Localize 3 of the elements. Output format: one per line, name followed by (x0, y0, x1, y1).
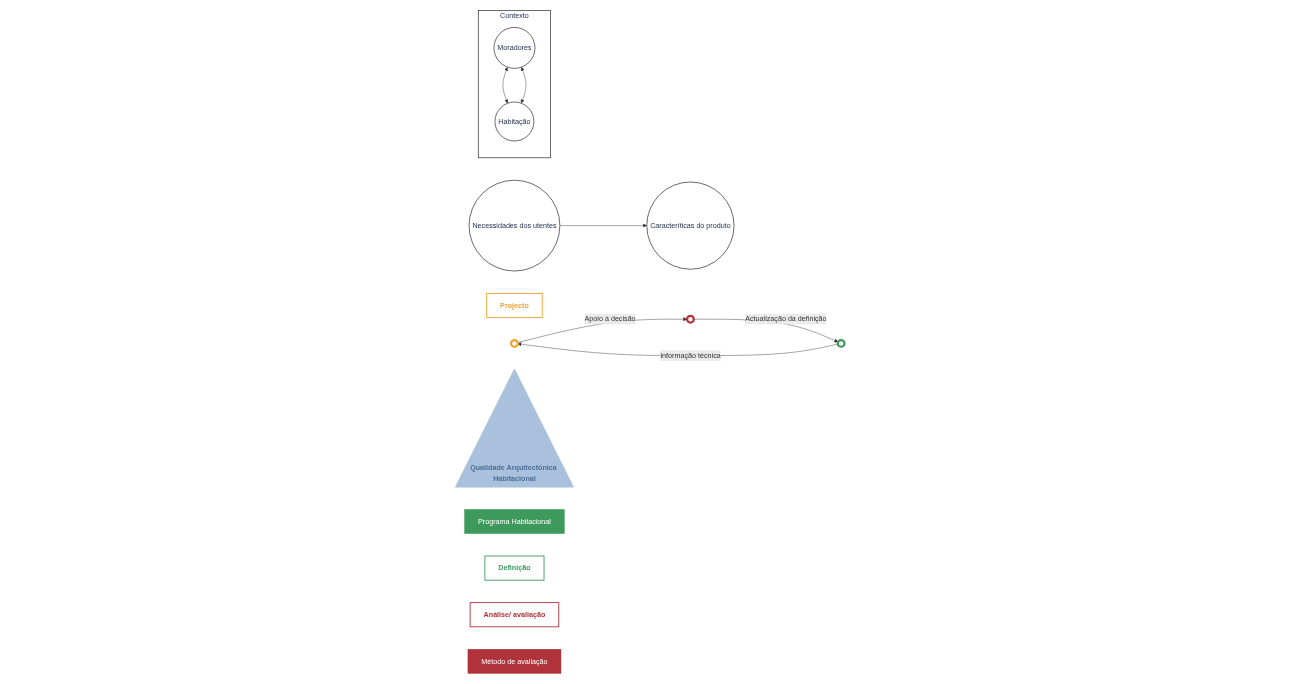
node-circle (510, 338, 519, 348)
node-circle (836, 338, 846, 348)
node-circle (685, 314, 695, 324)
